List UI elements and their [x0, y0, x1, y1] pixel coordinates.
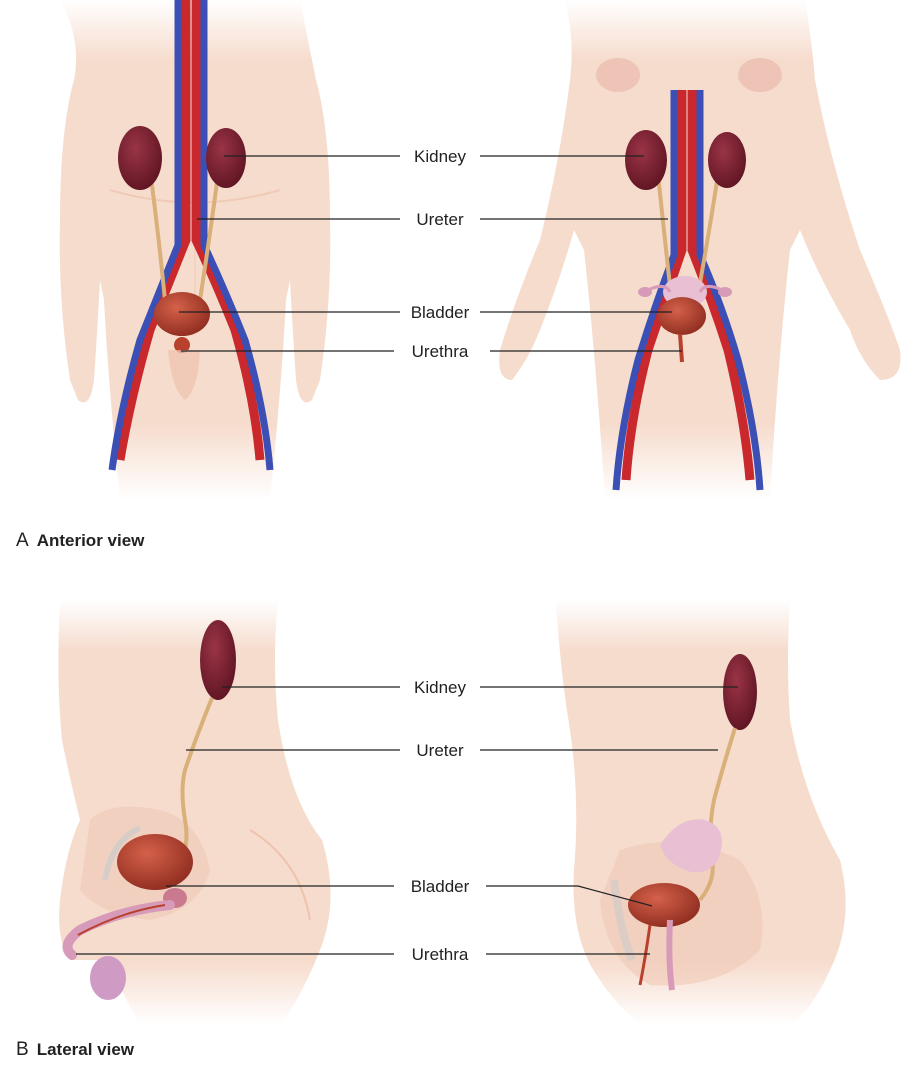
breast-right-shape [738, 58, 782, 92]
ovary-left-shape [638, 287, 652, 297]
panel-a-anterior: Kidney Ureter Bladder Urethra [60, 0, 901, 500]
label-urethra-lateral: Urethra [412, 945, 469, 964]
caption-title-a: Anterior view [37, 531, 145, 550]
kidney-left-shape [118, 126, 162, 190]
kidney-left-shape [625, 130, 667, 190]
kidney-right-shape [206, 128, 246, 188]
testis-shape [90, 956, 126, 1000]
bladder-shape [658, 297, 706, 335]
label-urethra-anterior: Urethra [412, 342, 469, 361]
label-ureter-lateral: Ureter [416, 741, 464, 760]
female-body-lateral [556, 600, 846, 1025]
caption-letter-b: B [16, 1039, 29, 1060]
caption-letter-a: A [16, 530, 29, 551]
urethra-shape [680, 334, 682, 362]
bladder-shape [117, 834, 193, 890]
label-kidney-lateral: Kidney [414, 678, 466, 697]
panel-b-lateral: Kidney Ureter Bladder Urethra [58, 600, 845, 1025]
label-bladder-lateral: Bladder [411, 877, 470, 896]
bladder-shape [628, 883, 700, 927]
kidney-shape [723, 654, 757, 730]
caption-panel-b: B Lateral view [16, 1039, 134, 1061]
bladder-shape [154, 292, 210, 336]
label-bladder-anterior: Bladder [411, 303, 470, 322]
ovary-right-shape [718, 287, 732, 297]
breast-left-shape [596, 58, 640, 92]
caption-title-b: Lateral view [37, 1040, 134, 1059]
caption-panel-a: A Anterior view [16, 530, 144, 552]
label-kidney-anterior: Kidney [414, 147, 466, 166]
kidney-right-shape [708, 132, 746, 188]
label-ureter-anterior: Ureter [416, 210, 464, 229]
kidney-shape [200, 620, 236, 700]
vagina-shape [669, 920, 672, 990]
